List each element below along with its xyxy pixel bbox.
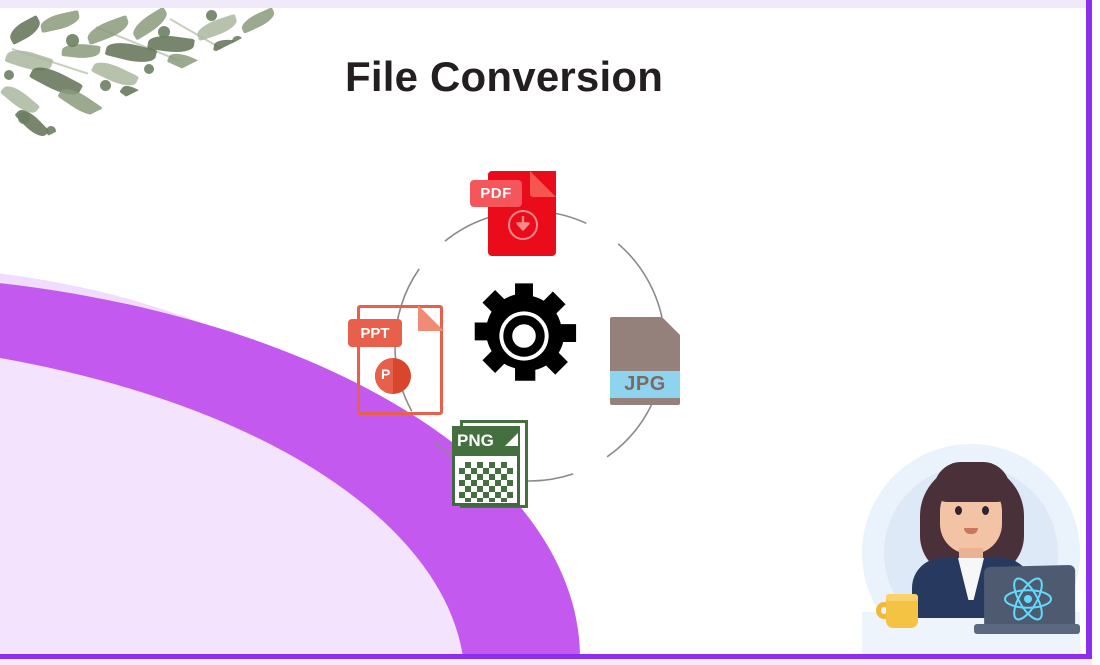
- botanical-corner-decoration: [0, 8, 302, 160]
- jpg-label-band: JPG: [610, 371, 680, 398]
- ppt-label-badge: PPT: [348, 319, 402, 347]
- top-edge-strip: [0, 0, 1100, 8]
- checkerboard-transparency-icon: [459, 462, 513, 502]
- png-label-header: PNG: [452, 426, 520, 456]
- ppt-document-shape: [357, 305, 443, 415]
- eye-left: [955, 506, 962, 515]
- bottom-edge-strip: [0, 659, 1092, 665]
- presentation-slide: File Conversion PDF: [0, 8, 1087, 656]
- laptop-base: [974, 624, 1080, 634]
- mouth: [964, 528, 978, 534]
- coffee-mug: [886, 596, 918, 628]
- eyebrow-left: [952, 497, 964, 500]
- gear-icon: [474, 283, 577, 381]
- bottom-accent-border: [0, 654, 1092, 659]
- hair-front: [934, 462, 1010, 502]
- download-arrow-icon: [508, 210, 538, 240]
- powerpoint-logo-letter: P: [381, 366, 391, 382]
- pdf-label-badge: PDF: [470, 180, 522, 207]
- react-logo-icon: [1004, 577, 1052, 621]
- mug-rim: [886, 594, 918, 601]
- woman-at-laptop-illustration: [862, 444, 1084, 656]
- eyebrow-right: [980, 497, 992, 500]
- powerpoint-logo-icon: P: [375, 358, 411, 394]
- page-title: File Conversion: [345, 53, 664, 100]
- right-accent-border: [1086, 0, 1092, 665]
- eye-right: [982, 506, 989, 515]
